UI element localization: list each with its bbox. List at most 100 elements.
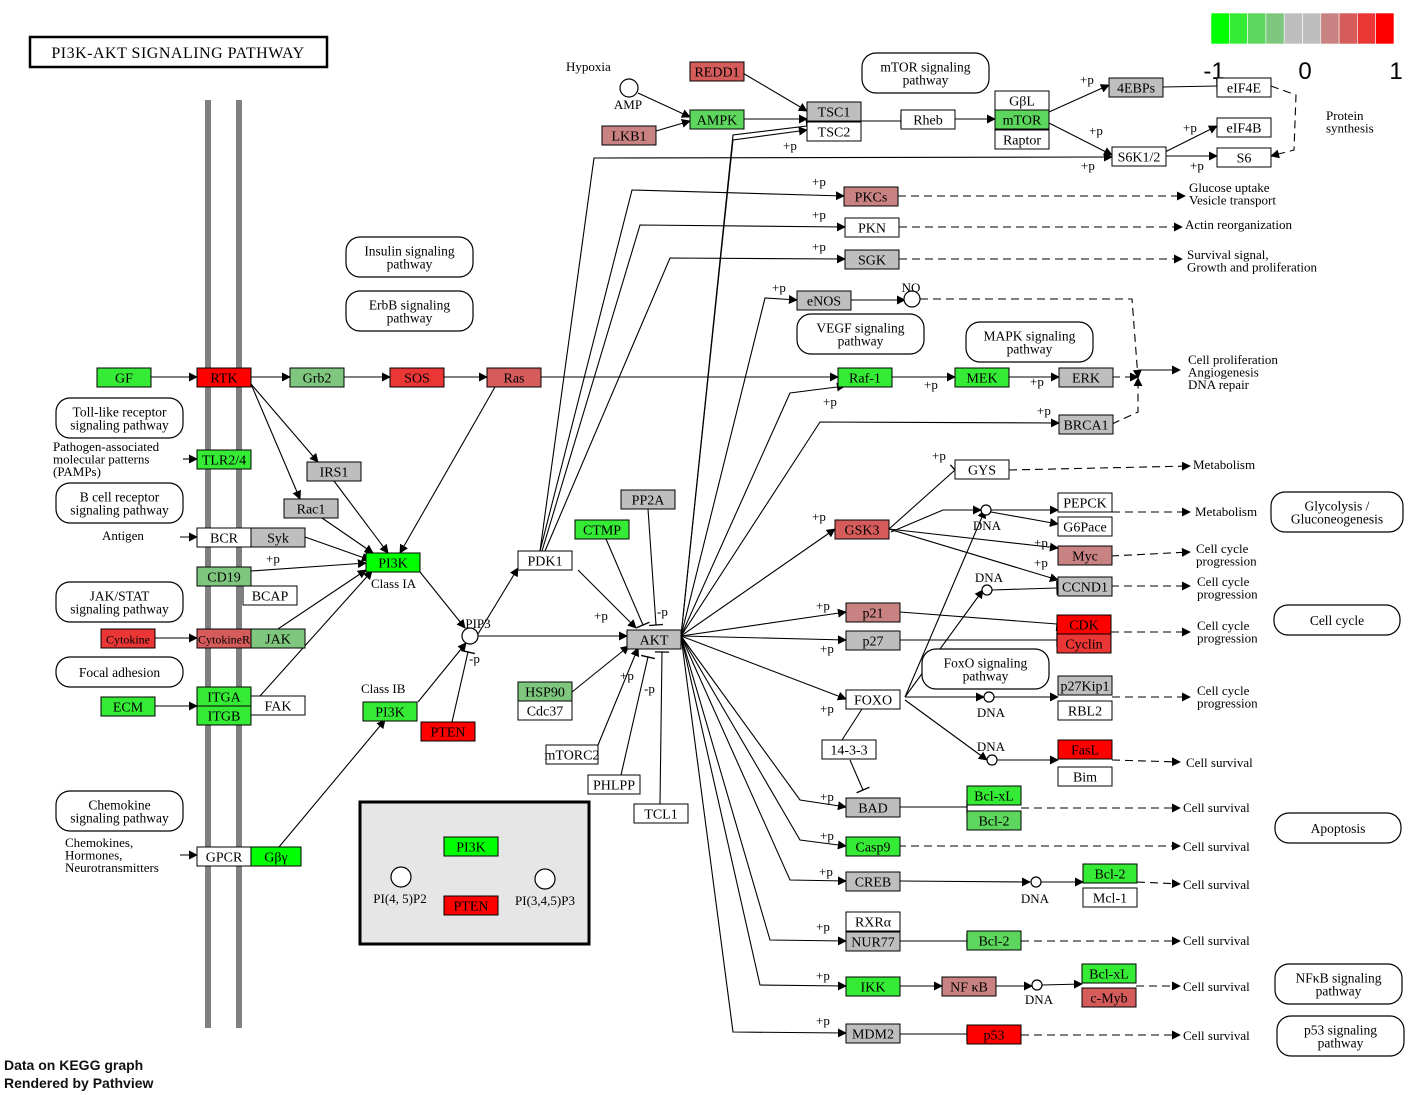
gene-pkn[interactable]: PKN: [844, 217, 900, 238]
gene-box[interactable]: [1057, 516, 1113, 537]
pathway-link-glycolysis-gluconeogenesis[interactable]: Glycolysis /Gluconeogenesis: [1270, 491, 1404, 533]
pathway-box[interactable]: [55, 656, 184, 688]
gene-cd19[interactable]: CD19: [196, 566, 252, 587]
pathway-link-apoptosis[interactable]: Apoptosis: [1274, 812, 1402, 844]
gene-box[interactable]: [1081, 987, 1137, 1008]
gene-p21[interactable]: p21: [845, 602, 901, 623]
gene-box[interactable]: [1056, 633, 1112, 654]
gene-gsk3[interactable]: GSK3: [834, 519, 890, 540]
gene-g6pace[interactable]: G6Pace: [1057, 516, 1113, 537]
gene-bcap[interactable]: BCAP: [242, 585, 298, 606]
gene-box[interactable]: [486, 367, 542, 388]
gene-bcl-2[interactable]: Bcl-2: [966, 810, 1022, 831]
gene-box[interactable]: [954, 367, 1010, 388]
compound-dna[interactable]: DNA: [975, 570, 1004, 596]
gene-box[interactable]: [844, 217, 900, 238]
gene-box[interactable]: [601, 125, 657, 146]
gene-tsc1[interactable]: TSC1: [806, 101, 862, 122]
gene-box[interactable]: [626, 629, 682, 650]
gene-gf[interactable]: GF: [96, 367, 152, 388]
gene-box[interactable]: [1057, 675, 1113, 696]
gene-box[interactable]: [1057, 576, 1113, 597]
gene-gbg[interactable]: Gβγ: [250, 846, 302, 867]
gene-myc[interactable]: Myc: [1057, 545, 1113, 566]
gene-gys[interactable]: GYS: [954, 459, 1010, 480]
gene-rac1[interactable]: Rac1: [283, 498, 339, 519]
compound-circle[interactable]: [981, 584, 993, 596]
gene-box[interactable]: [845, 689, 901, 710]
compound-circle[interactable]: [903, 290, 921, 308]
gene-mdm2[interactable]: MDM2: [845, 1023, 901, 1044]
gene-4ebps[interactable]: 4EBPs: [1108, 77, 1164, 98]
gene-box[interactable]: [443, 895, 499, 916]
gene-pten[interactable]: PTEN: [443, 895, 499, 916]
pathway-box[interactable]: [921, 648, 1050, 690]
gene-pten[interactable]: PTEN: [420, 721, 476, 742]
gene-itgb[interactable]: ITGB: [196, 705, 252, 726]
compound-circle[interactable]: [980, 504, 992, 516]
gene-cdc37[interactable]: Cdc37: [517, 700, 573, 721]
gene-jak[interactable]: JAK: [250, 628, 306, 649]
gene-box[interactable]: [994, 129, 1050, 150]
gene-box[interactable]: [1057, 766, 1113, 787]
gene-syk[interactable]: Syk: [250, 527, 306, 548]
gene-box[interactable]: [843, 186, 899, 207]
pathway-box[interactable]: [796, 313, 925, 355]
gene-bim[interactable]: Bim: [1057, 766, 1113, 787]
gene-box[interactable]: [1216, 147, 1272, 168]
gene-phlpp[interactable]: PHLPP: [587, 774, 641, 795]
pathway-box[interactable]: [1276, 1015, 1405, 1057]
pathway-box[interactable]: [55, 482, 184, 524]
gene-box[interactable]: [941, 976, 997, 997]
gene-box[interactable]: [1082, 863, 1138, 884]
gene-rtk[interactable]: RTK: [196, 367, 252, 388]
pathway-box[interactable]: [1273, 604, 1401, 636]
gene-box[interactable]: [443, 836, 499, 857]
compound-circle[interactable]: [461, 627, 479, 645]
gene-box[interactable]: [994, 109, 1050, 130]
pathway-link-focal-adhesion[interactable]: Focal adhesion: [55, 656, 184, 688]
gene-box[interactable]: [633, 803, 689, 824]
gene-pi3k[interactable]: PI3K: [365, 552, 421, 573]
compound-no[interactable]: NO: [902, 280, 921, 308]
gene-erk[interactable]: ERK: [1058, 367, 1114, 388]
gene-box[interactable]: [289, 367, 345, 388]
gene-box[interactable]: [806, 121, 862, 142]
gene-cytokiner[interactable]: CytokineR: [196, 628, 252, 649]
gene-box[interactable]: [1108, 77, 1164, 98]
gene-box[interactable]: [100, 696, 156, 717]
gene-box[interactable]: [574, 519, 630, 540]
gene-mtorc2[interactable]: mTORC2: [545, 744, 600, 765]
gene-box[interactable]: [620, 489, 676, 510]
compound-circle[interactable]: [986, 754, 998, 766]
gene-ras[interactable]: Ras: [486, 367, 542, 388]
gene-rxra[interactable]: RXRα: [845, 911, 901, 932]
gene-box[interactable]: [1081, 963, 1137, 984]
gene-box[interactable]: [845, 602, 901, 623]
gene-sos[interactable]: SOS: [389, 367, 445, 388]
gene-box[interactable]: [389, 367, 445, 388]
gene-tsc2[interactable]: TSC2: [806, 121, 862, 142]
gene-bcl-xl[interactable]: Bcl-xL: [966, 785, 1022, 806]
gene-cyclin[interactable]: Cyclin: [1056, 633, 1112, 654]
gene-cytokine[interactable]: Cytokine: [100, 628, 156, 649]
gene-cdk[interactable]: CDK: [1056, 614, 1112, 635]
gene-s6k1-2[interactable]: S6K1/2: [1111, 146, 1167, 167]
gene-mek[interactable]: MEK: [954, 367, 1010, 388]
gene-c-myb[interactable]: c-Myb: [1081, 987, 1137, 1008]
gene-gpcr[interactable]: GPCR: [196, 846, 252, 867]
gene-box[interactable]: [1111, 146, 1167, 167]
gene-bcl-2[interactable]: Bcl-2: [966, 930, 1022, 951]
gene-lkb1[interactable]: LKB1: [601, 125, 657, 146]
compound-circle[interactable]: [534, 868, 556, 890]
gene-box[interactable]: [900, 109, 956, 130]
gene-box[interactable]: [1057, 545, 1113, 566]
gene-box[interactable]: [196, 449, 252, 470]
compound-dna[interactable]: DNA: [1025, 979, 1054, 1007]
